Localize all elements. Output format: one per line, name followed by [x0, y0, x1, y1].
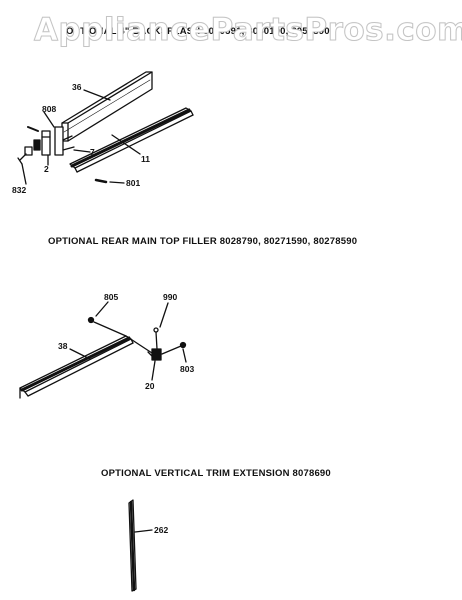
- bracket-parts: [17, 126, 75, 165]
- callout-7: 7: [90, 147, 95, 157]
- callout-990: 990: [163, 292, 177, 302]
- filler-bracket: [147, 348, 162, 361]
- callouts-backsplash: 36 808 7 11 2 832 801: [12, 82, 150, 195]
- callout-11: 11: [141, 154, 150, 164]
- section-heading-rear-filler: OPTIONAL REAR MAIN TOP FILLER 8028790, 8…: [48, 236, 358, 247]
- section-heading-backsplash: OPTIONAL 4" BACKSPLASH 8050591, 8050190,…: [66, 26, 330, 37]
- callout-38: 38: [58, 341, 68, 351]
- callout-808: 808: [42, 104, 56, 114]
- callouts-rear-filler: 805 990 38 20 803: [58, 292, 194, 391]
- callout-805: 805: [104, 292, 118, 302]
- vertical-trim-strip: [128, 499, 137, 592]
- callout-832: 832: [12, 185, 26, 195]
- callout-262: 262: [154, 525, 168, 535]
- callout-801: 801: [126, 178, 140, 188]
- callout-803: 803: [180, 364, 194, 374]
- trim-strip: [69, 107, 194, 173]
- filler-bar: [19, 335, 134, 399]
- section-heading-trim-extension: OPTIONAL VERTICAL TRIM EXTENSION 8078690: [101, 468, 331, 479]
- callout-36: 36: [72, 82, 82, 92]
- callout-2: 2: [44, 164, 49, 174]
- callout-20: 20: [145, 381, 155, 391]
- callouts-trim-extension: 262: [154, 525, 168, 535]
